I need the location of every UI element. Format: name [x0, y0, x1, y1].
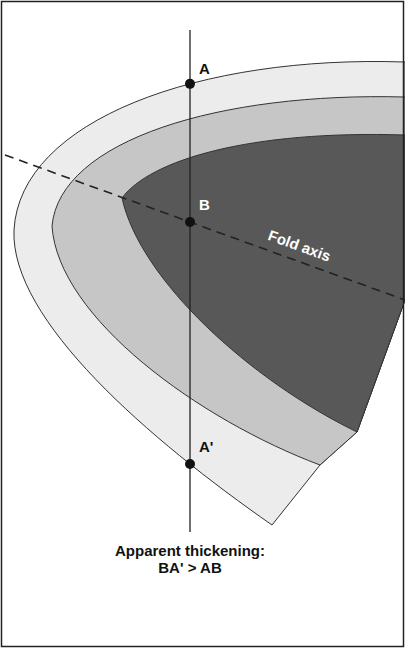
caption-note: Apparent thickening: BA' > AB	[108, 542, 273, 577]
point-label: A	[199, 60, 210, 77]
point-dot	[185, 79, 195, 89]
measure-line	[189, 30, 190, 532]
point-label: A'	[199, 438, 213, 455]
core-layer	[122, 134, 405, 432]
fold-axis-line	[5, 155, 405, 300]
point-dot	[185, 217, 195, 227]
points	[185, 79, 195, 469]
outer-layer	[14, 61, 405, 525]
middle-layer	[52, 97, 405, 465]
point-label: B	[199, 196, 210, 213]
point-dot	[185, 459, 195, 469]
